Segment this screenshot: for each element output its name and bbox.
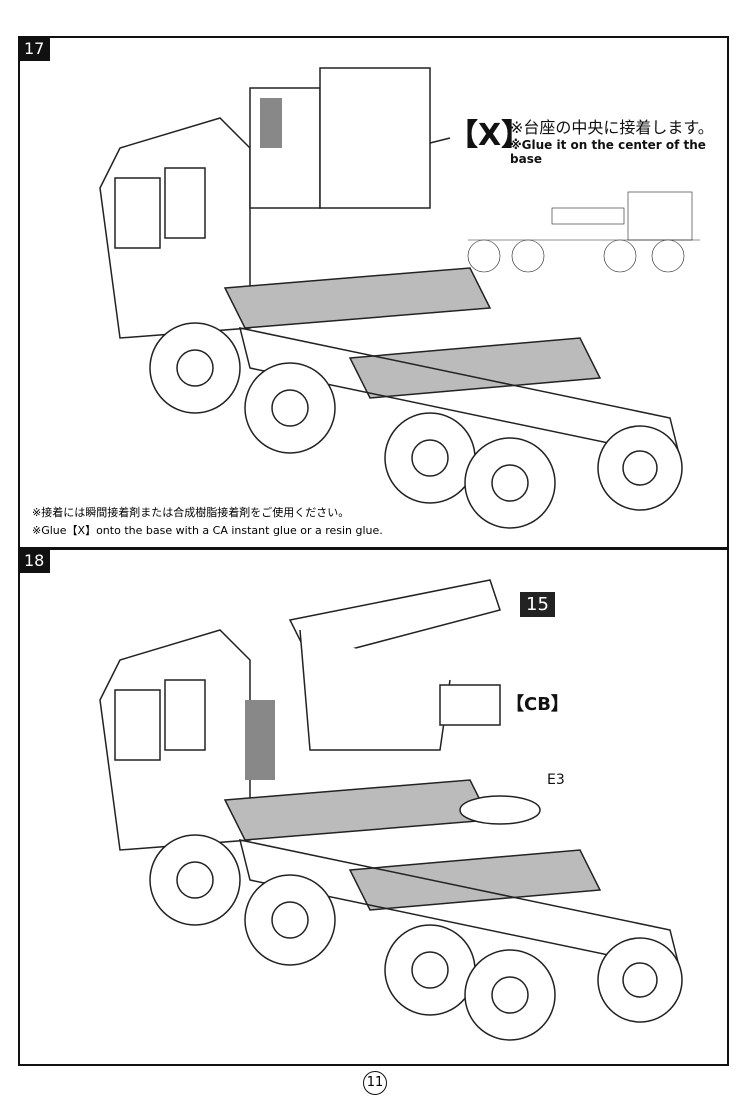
part-number-badge: 15 [520,592,555,617]
note-en: ※Glue【X】onto the base with a CA instant … [32,524,383,537]
instruction-en: ※Glue it on the center of the base [510,138,706,166]
truck-crane-illustration [99,579,683,1041]
instruction-jp: ※台座の中央に接着します。 [510,118,714,137]
part-code-e3: E3 [547,772,565,788]
note-jp: ※接着には瞬間接着剤または合成樹脂接着剤をご使用ください。 [32,506,350,519]
step-17-panel: 17 【X】 ※台座の中央に接着します。 ※Glue it on the cen… [18,36,729,549]
page-number: 11 [363,1071,387,1095]
step-number: 17 [18,36,51,61]
part-label-cb: 【CB】 [506,694,569,715]
step-number: 18 [18,548,51,573]
truck-assembly-illustration [99,67,701,529]
part-label-x: 【X】 [448,118,532,153]
step-18-panel: 18 15 【CB】 E3 [18,548,729,1066]
